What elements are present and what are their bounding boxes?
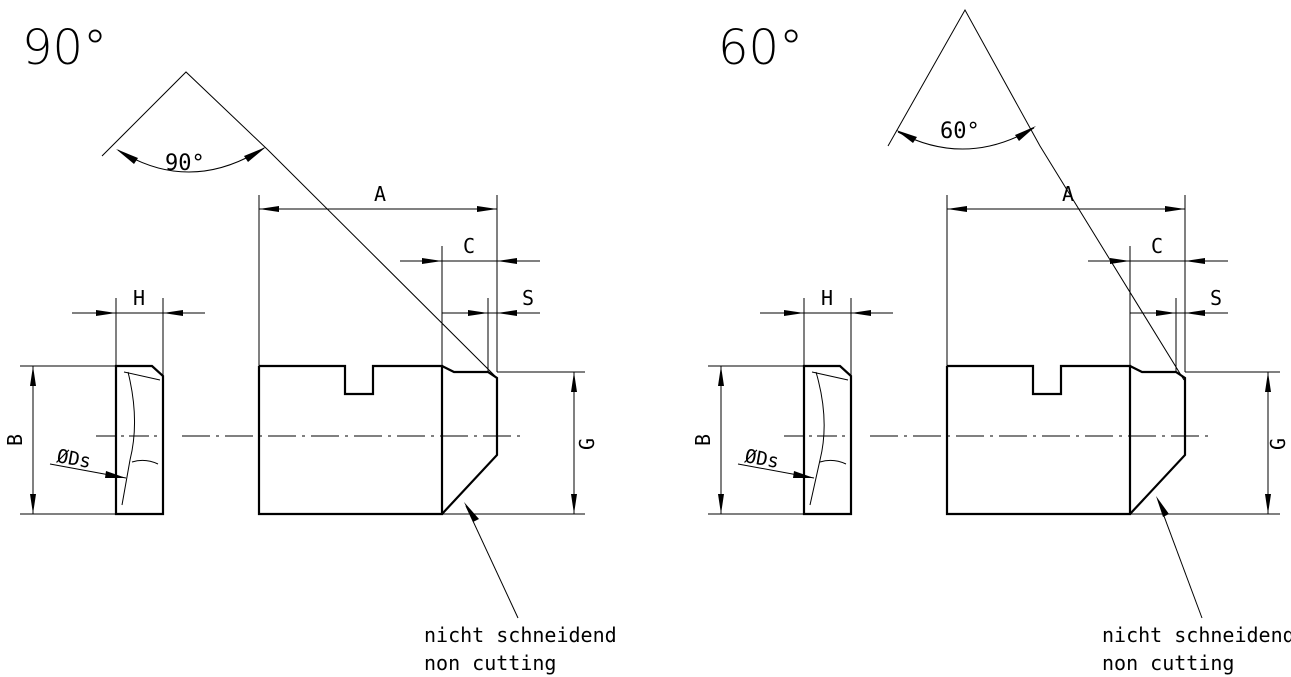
dimension-A-right: A <box>946 182 1186 372</box>
label-B-left: B <box>3 434 27 446</box>
angle-gauge-60: 60° <box>887 8 1185 381</box>
non-cutting-note-left: nicht schneidend non cutting <box>424 502 617 675</box>
label-H-right: H <box>821 286 833 310</box>
view-60-degree: 60° 60° A <box>691 8 1291 675</box>
dimension-G-left: G <box>442 371 599 515</box>
non-cutting-note-right: nicht schneidend non cutting <box>1102 496 1291 675</box>
dimension-S-right: S <box>1130 286 1228 372</box>
angle-label-60: 60° <box>940 119 980 144</box>
angle-label-90: 90° <box>165 151 205 176</box>
angle-gauge-90: 90° <box>101 71 498 379</box>
label-C-right: C <box>1151 234 1163 258</box>
main-body-left <box>182 364 524 516</box>
dimension-A-left: A <box>258 182 498 372</box>
dimension-B-right: B <box>691 365 804 515</box>
label-G-left: G <box>575 438 599 450</box>
title-60: 60° <box>718 20 803 76</box>
note-line2-right: non cutting <box>1102 651 1234 675</box>
label-A-left: A <box>374 182 386 206</box>
label-B-right: B <box>691 434 715 446</box>
title-90: 90° <box>22 20 107 76</box>
dimension-Ds-left: ØDs <box>49 445 127 479</box>
dimension-C-right: C <box>1088 234 1228 366</box>
main-body-right <box>870 364 1212 516</box>
label-Ds-left: ØDs <box>55 445 93 473</box>
side-view-part-left <box>96 364 165 516</box>
dimension-G-right: G <box>1130 371 1290 515</box>
label-G-right: G <box>1266 438 1290 450</box>
label-A-right: A <box>1062 182 1074 206</box>
label-C-left: C <box>463 234 475 258</box>
note-line1-right: nicht schneidend <box>1102 623 1291 647</box>
dimension-S-left: S <box>442 286 540 372</box>
label-Ds-right: ØDs <box>743 445 781 473</box>
note-line1-left: nicht schneidend <box>424 623 617 647</box>
note-line2-left: non cutting <box>424 651 556 675</box>
side-view-part-right <box>784 364 853 516</box>
label-H-left: H <box>133 286 145 310</box>
dimension-H-left: H <box>72 286 205 376</box>
label-S-right: S <box>1210 286 1222 310</box>
dimension-B-left: B <box>3 365 116 515</box>
dimension-Ds-right: ØDs <box>737 445 815 479</box>
label-S-left: S <box>522 286 534 310</box>
view-90-degree: 90° 90° A <box>3 20 617 675</box>
dimension-H-right: H <box>760 286 893 376</box>
dimension-C-left: C <box>400 234 540 366</box>
